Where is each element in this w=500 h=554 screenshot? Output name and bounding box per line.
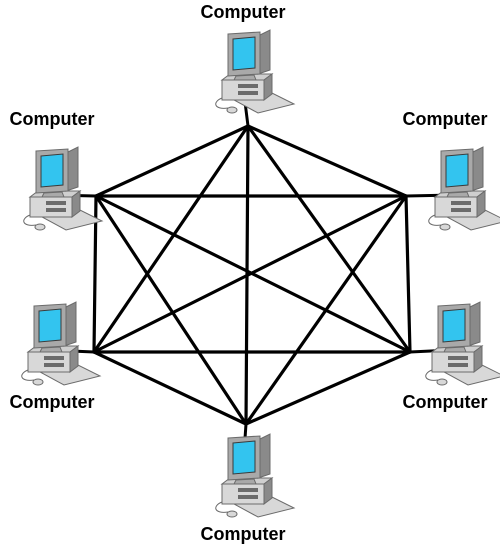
desktop-computer-icon — [21, 301, 101, 386]
mesh-links — [47, 77, 456, 483]
link-upper-left-to-bottom — [94, 194, 248, 426]
link-top-to-lower-left — [92, 124, 250, 354]
link-upper-right-to-lower-right — [404, 194, 412, 354]
computer-label-lower-right: Computer — [402, 392, 488, 412]
desktop-computer-icon — [215, 433, 295, 518]
link-top-to-upper-right — [246, 124, 408, 198]
link-lower-right-to-bottom — [244, 350, 412, 426]
link-upper-right-to-lower-left — [92, 194, 408, 354]
desktop-computer-icon — [215, 29, 295, 114]
link-lower-left-to-bottom — [92, 350, 248, 426]
computer-label-lower-left: Computer — [9, 392, 95, 412]
computer-label-upper-right: Computer — [402, 109, 488, 129]
computer-label-upper-left: Computer — [9, 109, 95, 129]
link-top-to-lower-right — [246, 124, 412, 354]
desktop-computer-icon — [428, 146, 500, 231]
desktop-computer-icon — [23, 146, 103, 231]
link-top-to-upper-left — [94, 124, 250, 198]
desktop-computer-icon — [425, 301, 500, 386]
computer-label-bottom: Computer — [200, 524, 286, 544]
computer-label-top: Computer — [200, 2, 286, 22]
link-upper-right-to-bottom — [244, 194, 408, 426]
